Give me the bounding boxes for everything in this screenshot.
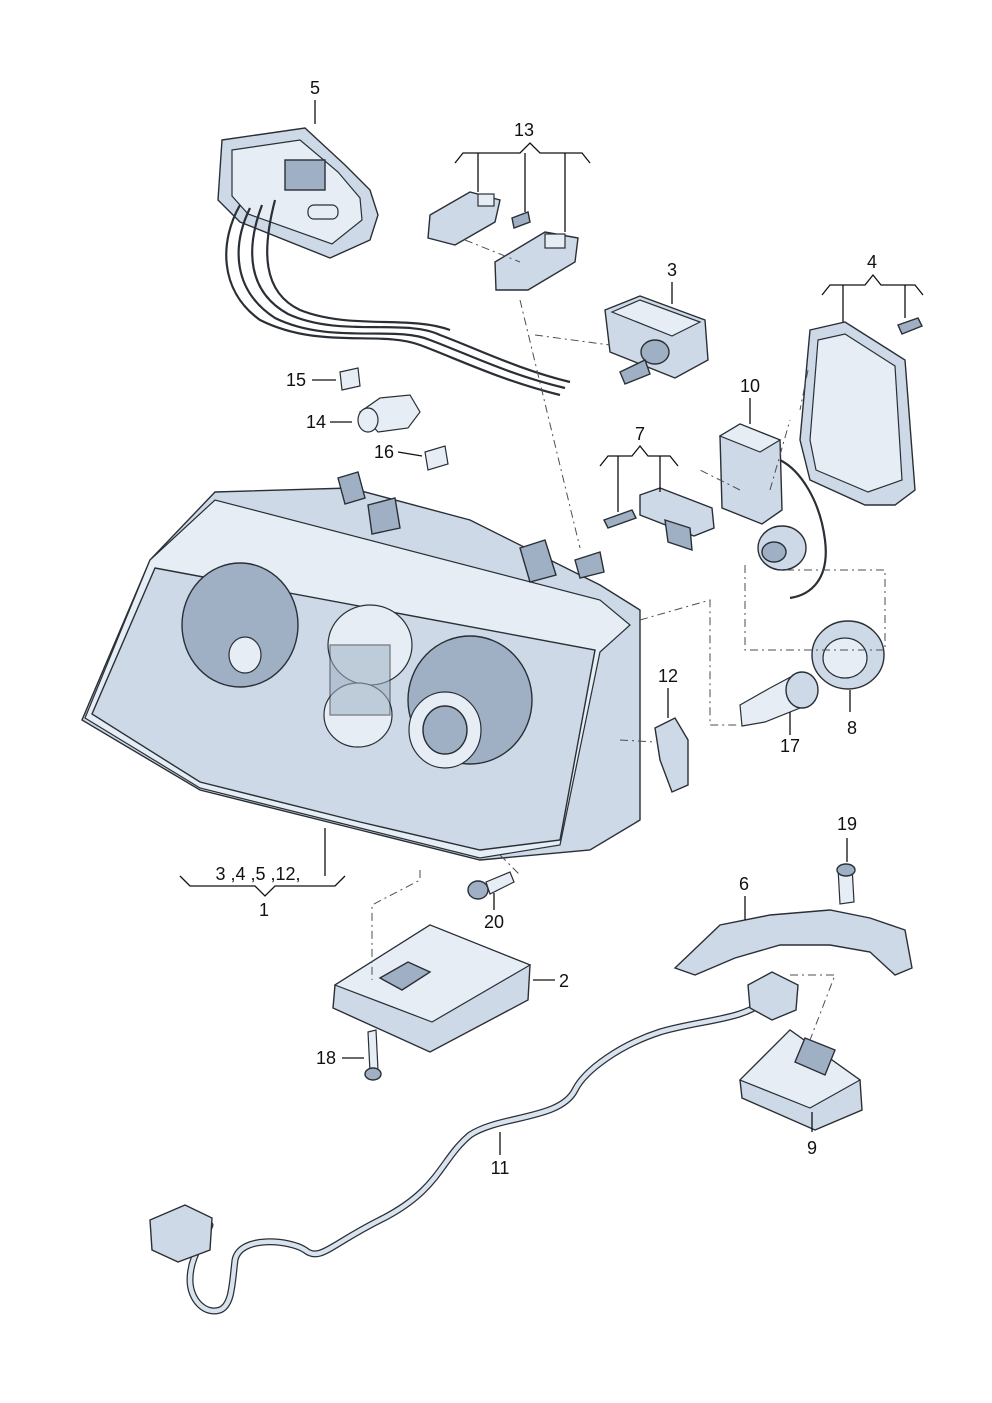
dashed-leaders — [371, 239, 886, 1041]
label-12: 12 — [658, 666, 678, 686]
label-1: 1 — [259, 900, 269, 920]
part-1-headlight-housing[interactable] — [81, 471, 641, 861]
label-10: 10 — [740, 376, 760, 396]
label-7: 7 — [635, 424, 645, 444]
part-7-bracket[interactable] — [599, 444, 715, 552]
part-17-xenon-bulb[interactable] — [739, 671, 819, 735]
part-3-adjuster-motor[interactable] — [604, 282, 709, 385]
part-8-lock-ring[interactable] — [811, 620, 885, 712]
part-13-connector[interactable] — [427, 191, 579, 291]
part-12-bracket[interactable] — [654, 688, 689, 793]
label-14: 14 — [306, 412, 326, 432]
part-11-wiring-harness[interactable] — [149, 971, 799, 1315]
part-14-bulb[interactable] — [330, 394, 421, 433]
label-15: 15 — [286, 370, 306, 390]
label-2: 2 — [559, 971, 569, 991]
part-19-screw[interactable] — [836, 838, 856, 905]
part-18-screw[interactable] — [342, 1029, 382, 1081]
part-2-ballast[interactable] — [332, 924, 555, 1053]
label-group-1: 3 ,4 ,5 ,12, — [215, 864, 300, 884]
label-8: 8 — [847, 718, 857, 738]
part-4-cover[interactable] — [799, 317, 923, 506]
part-16-bulb[interactable] — [397, 445, 449, 471]
part-20-screw[interactable] — [467, 871, 515, 910]
label-13: 13 — [514, 120, 534, 140]
part-5-rear-cover[interactable] — [217, 127, 379, 259]
part-labels: 5 13 3 4 10 7 15 14 16 12 8 17 19 3 ,4 ,… — [215, 78, 877, 1178]
part-5-wire-harness — [225, 199, 571, 397]
label-18: 18 — [316, 1048, 336, 1068]
label-19: 19 — [837, 814, 857, 834]
label-20: 20 — [484, 912, 504, 932]
label-4: 4 — [867, 252, 877, 272]
label-3: 3 — [667, 260, 677, 280]
label-5: 5 — [310, 78, 320, 98]
part-10-control-unit[interactable] — [718, 398, 827, 600]
label-11: 11 — [491, 1158, 510, 1178]
part-1-bracket-lines — [179, 828, 346, 897]
label-17: 17 — [780, 736, 800, 756]
part-4-bracket-lines — [821, 273, 924, 322]
label-16: 16 — [374, 442, 394, 462]
label-6: 6 — [739, 874, 749, 894]
part-15-bulb[interactable] — [312, 367, 361, 391]
part-6-bracket[interactable] — [673, 896, 913, 976]
part-13-bracket-lines — [314, 100, 591, 232]
label-9: 9 — [807, 1138, 817, 1158]
part-9-module[interactable] — [738, 1029, 863, 1132]
